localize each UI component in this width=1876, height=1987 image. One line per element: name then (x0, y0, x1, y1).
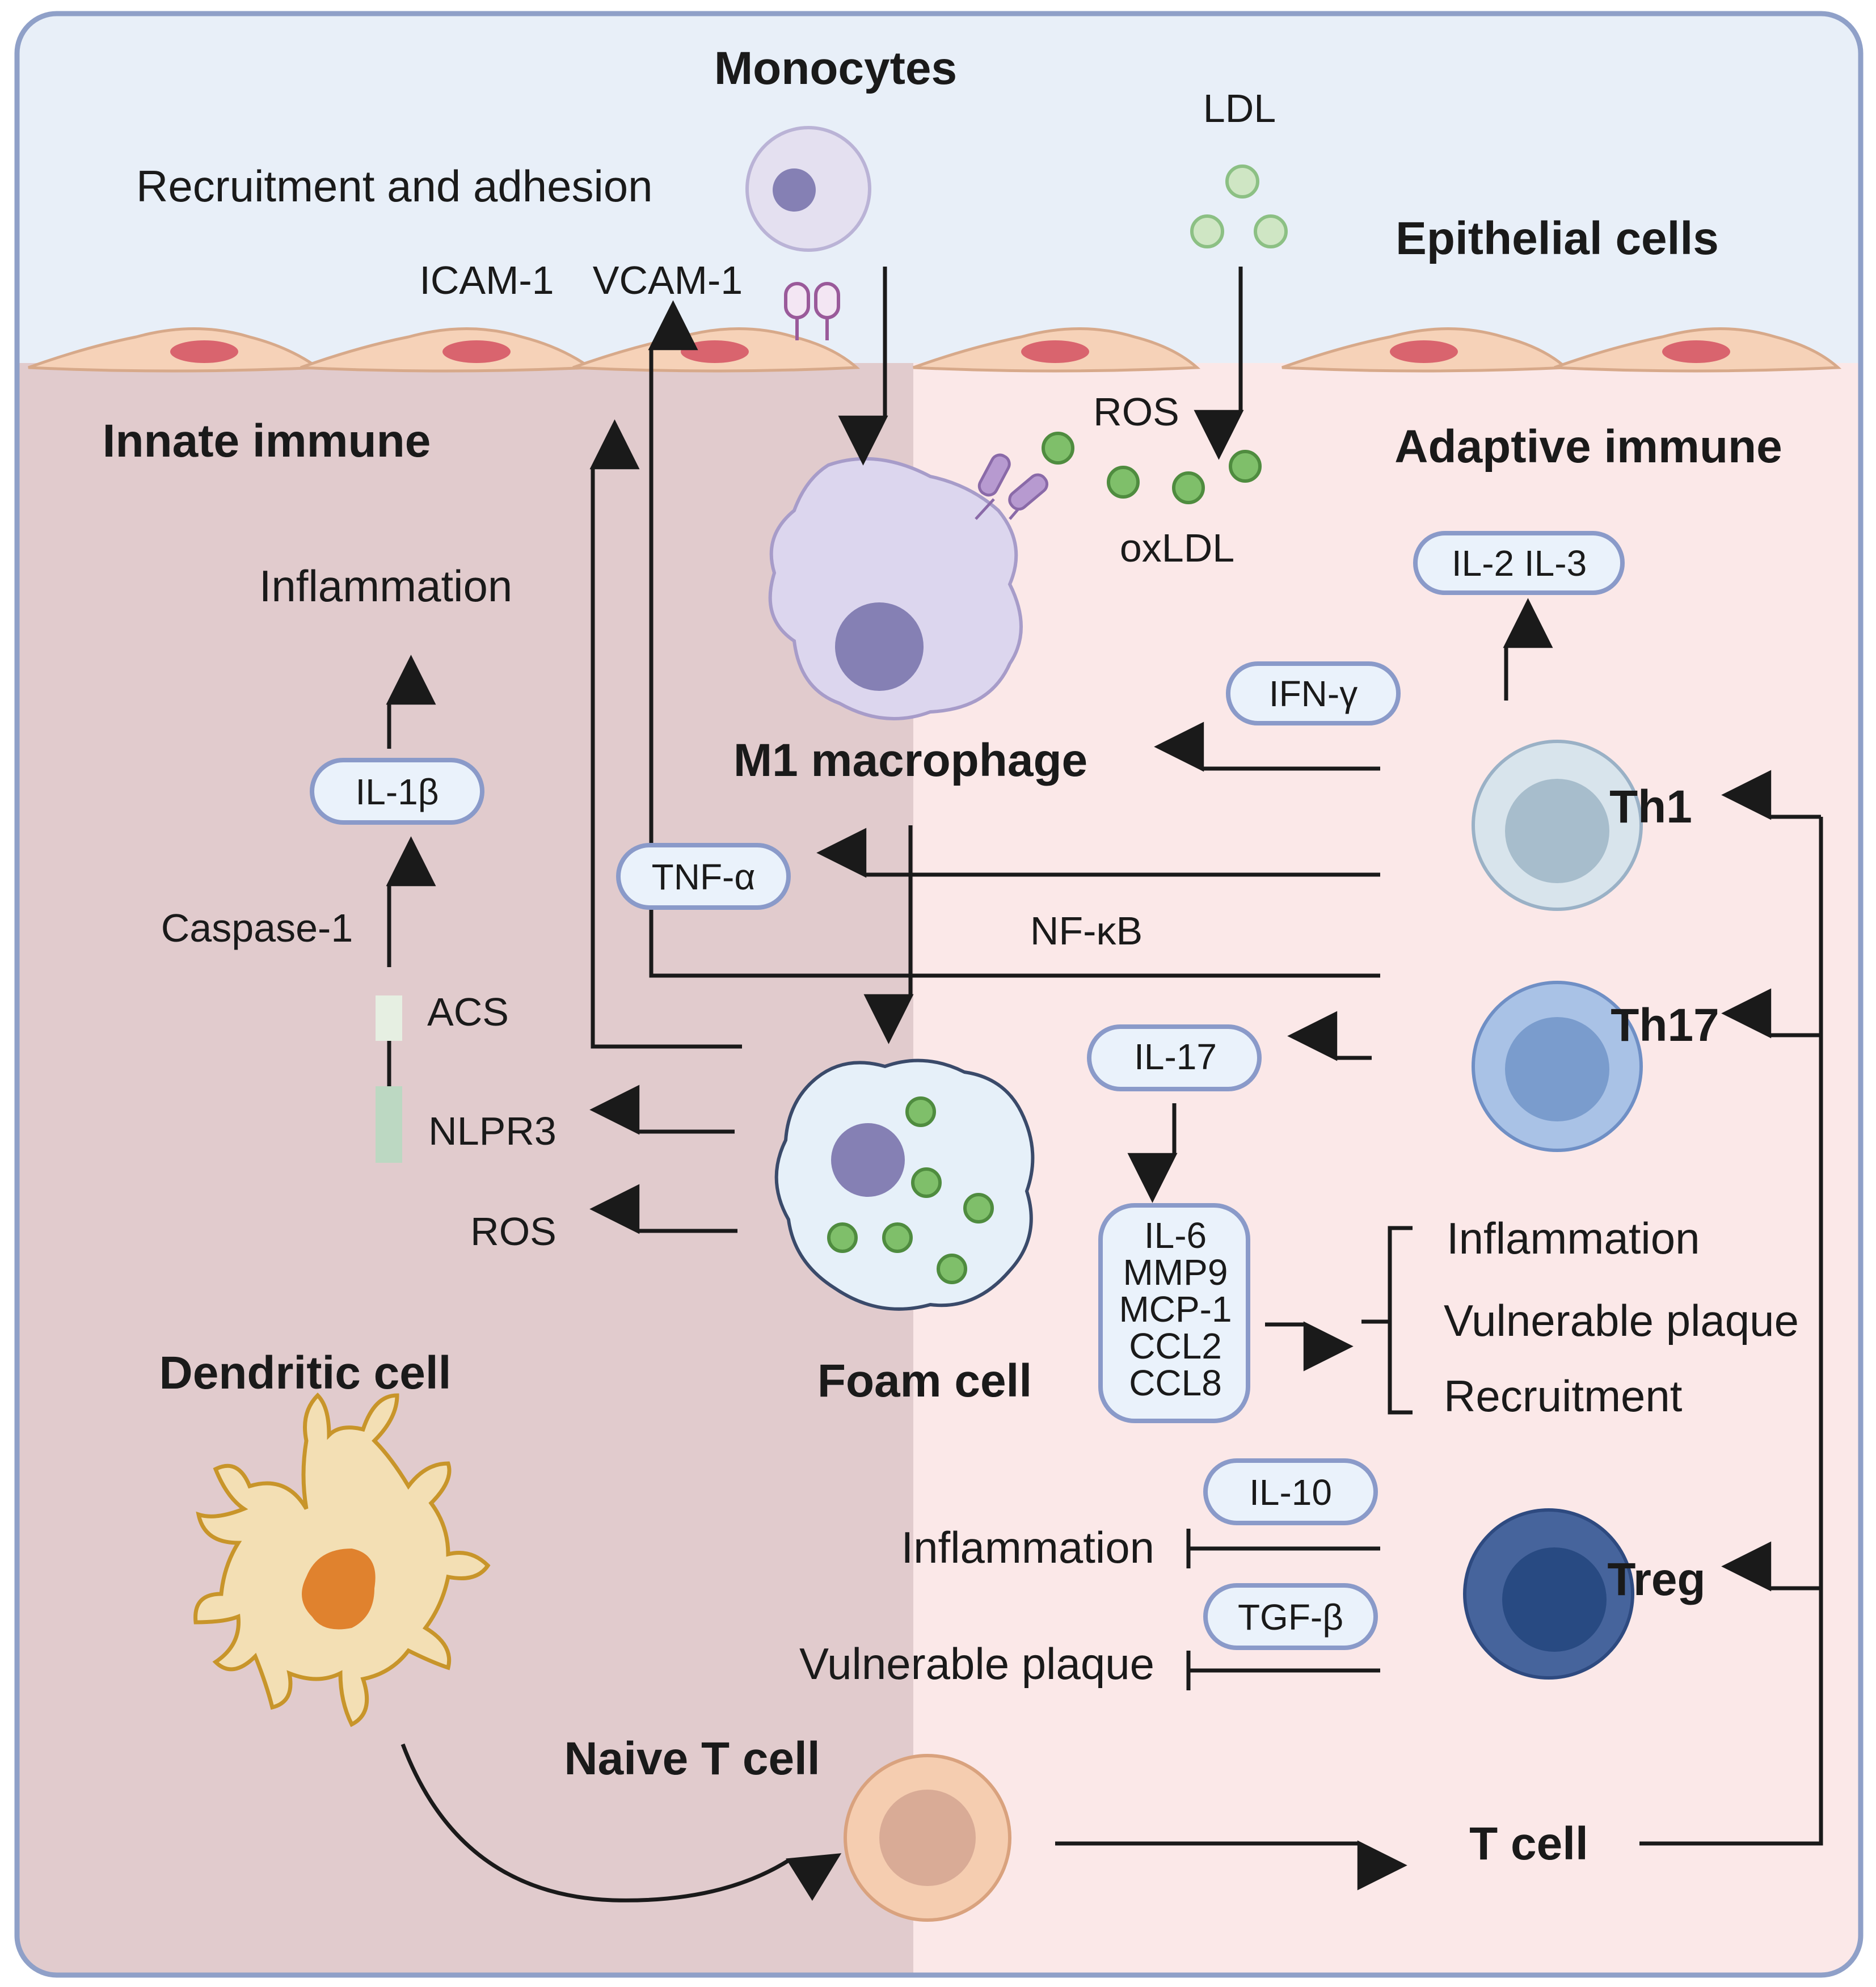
oxldl-label: oxLDL (1120, 526, 1234, 570)
acs-block (376, 995, 402, 1041)
endothelial-nucleus (1662, 340, 1730, 363)
foam-cell-title: Foam cell (817, 1355, 1032, 1407)
il2-il3-label: IL-2 IL-3 (1452, 543, 1587, 584)
innate-immune-title: Innate immune (103, 415, 431, 467)
treg-cell (1463, 1508, 1634, 1680)
macrophage-nucleus (835, 602, 924, 691)
receptor-icon (784, 282, 840, 340)
epithelial-cells-title: Epithelial cells (1396, 213, 1719, 264)
ros-top-label: ROS (1093, 390, 1179, 434)
nlpr3-label: NLPR3 (428, 1109, 557, 1153)
epithelial-band (17, 14, 1861, 363)
acs-label: ACS (427, 990, 509, 1034)
bracket-icon (1361, 1226, 1413, 1415)
inhibition-bar-icon (1186, 1529, 1380, 1690)
arrow-icon (401, 1743, 842, 1902)
dendritic-cell-title: Dendritic cell (159, 1347, 452, 1399)
th17-title: Th17 (1611, 999, 1719, 1051)
il6-group-badge (1098, 1203, 1250, 1423)
outcome-vulnerable-plaque: Vulnerable plaque (1444, 1296, 1799, 1345)
endothelial-cell-row (28, 327, 1842, 373)
il2-il3-badge (1413, 531, 1625, 595)
ifn-gamma-label: IFN-γ (1269, 673, 1358, 714)
endothelial-nucleus (681, 340, 749, 363)
th1-nucleus (1505, 779, 1609, 883)
th1-title: Th1 (1609, 781, 1692, 833)
adaptive-region (913, 363, 1861, 1975)
tnf-alpha-label: TNF-α (652, 857, 756, 897)
m1-macrophage-cell (768, 453, 1048, 720)
vulnerable-plaque-treg-label: Vulnerable plaque (799, 1639, 1154, 1689)
ros-left-label: ROS (470, 1209, 557, 1254)
ldl-label: LDL (1203, 86, 1276, 130)
tgf-beta-badge (1203, 1583, 1378, 1650)
vcam1-label: VCAM-1 (593, 258, 743, 302)
ldl-particles (1190, 164, 1288, 248)
endothelial-nucleus (1021, 340, 1089, 363)
naive-t-nucleus (879, 1790, 976, 1886)
monocytes-title: Monocytes (714, 43, 957, 94)
treg-title: Treg (1607, 1554, 1705, 1605)
il6-group-item: MMP9 (1123, 1252, 1228, 1293)
outer-frame (14, 11, 1864, 1978)
il6-group-item: CCL8 (1129, 1362, 1222, 1403)
oxldl-particles (1042, 432, 1262, 504)
nfkb-label: NF-κB (1030, 909, 1143, 953)
monocyte-nucleus (773, 168, 816, 212)
inflammation-treg-label: Inflammation (901, 1522, 1154, 1572)
il17-label: IL-17 (1134, 1036, 1217, 1077)
outcome-recruitment: Recruitment (1444, 1371, 1683, 1421)
il1b-label: IL-1β (355, 771, 439, 812)
endothelial-nucleus (170, 340, 238, 363)
t-cell-title: T cell (1469, 1818, 1588, 1870)
il6-group-item: CCL2 (1129, 1326, 1222, 1366)
receptor-icon (975, 453, 1048, 520)
monocyte-cell (745, 126, 871, 252)
adaptive-immune-title: Adaptive immune (1394, 421, 1782, 473)
naive-t-cell (844, 1754, 1011, 1922)
il17-badge (1087, 1024, 1262, 1091)
ifn-gamma-badge (1226, 661, 1401, 725)
th17-cell (1472, 981, 1643, 1152)
dendritic-nucleus (302, 1549, 376, 1630)
m1-macrophage-title: M1 macrophage (733, 735, 1087, 786)
arrow-icon (589, 419, 742, 1049)
foam-cell (774, 1058, 1035, 1311)
th1-cell (1472, 740, 1643, 911)
t-cell-feedback-line (1639, 817, 1823, 1846)
th17-nucleus (1505, 1017, 1609, 1121)
pathway-arrows (386, 267, 1823, 1902)
endothelial-nucleus (1390, 340, 1458, 363)
il6-group-item: IL-6 (1144, 1215, 1207, 1256)
tnf-alpha-badge (616, 843, 791, 910)
endothelial-nucleus (442, 340, 511, 363)
il1b-badge (310, 758, 484, 825)
arrow-icon (648, 300, 1380, 978)
tgf-beta-label: TGF-β (1238, 1597, 1343, 1638)
il10-badge (1203, 1458, 1378, 1525)
inflammation-left-label: Inflammation (259, 561, 513, 611)
il6-group-item: MCP-1 (1119, 1289, 1232, 1330)
caspase1-label: Caspase-1 (161, 906, 353, 950)
dendritic-cell (193, 1393, 491, 1727)
innate-region (17, 363, 913, 1975)
naive-t-cell-title: Naive T cell (564, 1733, 820, 1784)
nlpr3-block (376, 1086, 402, 1163)
il10-label: IL-10 (1249, 1472, 1332, 1513)
icam1-label: ICAM-1 (419, 258, 554, 302)
foam-cell-nucleus (831, 1123, 905, 1197)
recruitment-adhesion-label: Recruitment and adhesion (136, 161, 653, 211)
treg-nucleus (1502, 1547, 1607, 1652)
lipid-droplets (827, 1096, 994, 1284)
outcome-inflammation: Inflammation (1447, 1213, 1700, 1263)
